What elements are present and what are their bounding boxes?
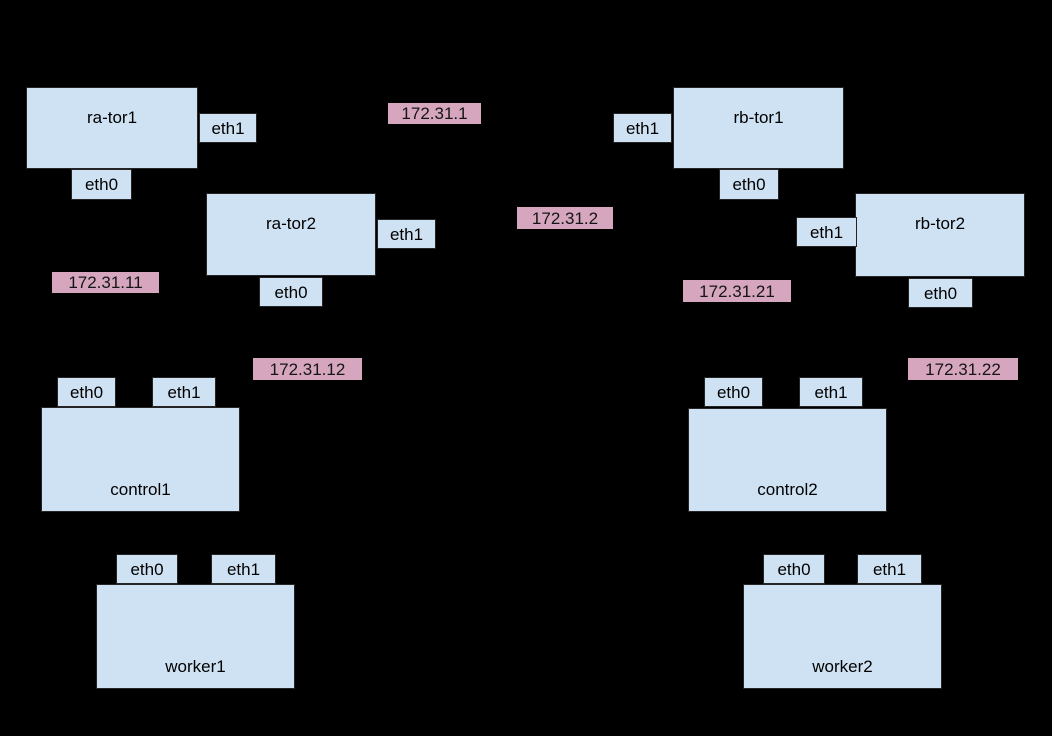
ip-label-172-31-1: 172.31.1: [388, 103, 481, 124]
port-label: eth1: [167, 382, 201, 402]
port-worker1-eth0: eth0: [116, 554, 178, 584]
node-label-rb-tor1: rb-tor1: [733, 108, 784, 127]
port-label: eth1: [625, 118, 660, 138]
node-worker1: worker1: [96, 584, 295, 689]
node-label-ra-tor2: ra-tor2: [265, 214, 317, 233]
port-label: eth0: [716, 382, 751, 402]
node-ra-tor1: ra-tor1: [26, 87, 198, 169]
port-worker2-eth1: eth1: [857, 554, 922, 584]
port-label: eth0: [84, 175, 119, 194]
node-control1: control1: [41, 407, 240, 512]
port-control2-eth0: eth0: [704, 377, 763, 407]
port-label: eth0: [732, 175, 766, 194]
port-worker1-eth1: eth1: [211, 554, 276, 584]
port-worker2-eth0: eth0: [763, 554, 825, 584]
ip-label-172-31-22: 172.31.22: [908, 358, 1018, 380]
port-label: eth0: [923, 283, 958, 303]
port-rb-tor1-eth1: eth1: [613, 113, 672, 143]
port-ra-tor1-eth1: eth1: [199, 113, 257, 143]
node-rb-tor2: rb-tor2: [855, 193, 1025, 277]
port-label: eth1: [814, 382, 848, 402]
port-control2-eth1: eth1: [799, 377, 863, 407]
ip-label-172-31-12: 172.31.12: [253, 358, 362, 380]
node-label-rb-tor2: rb-tor2: [914, 214, 966, 233]
node-label-control2: control2: [757, 480, 818, 499]
port-rb-tor2-eth1: eth1: [796, 217, 857, 247]
node-rb-tor1: rb-tor1: [673, 87, 844, 169]
node-label-control1: control1: [110, 480, 171, 499]
node-worker2: worker2: [743, 584, 942, 689]
port-rb-tor1-eth0: eth0: [719, 169, 779, 200]
node-control2: control2: [688, 408, 887, 512]
node-label-worker1: worker1: [165, 657, 226, 676]
node-label-ra-tor1: ra-tor1: [86, 108, 138, 127]
ip-label-172-31-21: 172.31.21: [683, 280, 791, 302]
port-label: eth1: [809, 222, 844, 242]
port-label: eth1: [389, 224, 424, 244]
ip-label-172-31-11: 172.31.11: [52, 272, 159, 293]
port-label: eth0: [777, 559, 811, 579]
port-control1-eth0: eth0: [57, 377, 116, 407]
ip-label-172-31-2: 172.31.2: [517, 207, 613, 229]
port-label: eth0: [69, 382, 104, 402]
port-control1-eth1: eth1: [152, 377, 216, 407]
port-label: eth1: [226, 559, 261, 579]
node-label-worker2: worker2: [812, 657, 873, 676]
node-ra-tor2: ra-tor2: [206, 193, 376, 276]
port-ra-tor2-eth0: eth0: [259, 277, 323, 307]
port-label: eth0: [130, 559, 164, 579]
port-label: eth0: [274, 282, 308, 302]
port-ra-tor2-eth1: eth1: [377, 219, 436, 249]
port-ra-tor1-eth0: eth0: [71, 169, 132, 200]
port-label: eth1: [211, 118, 245, 138]
port-label: eth1: [872, 559, 907, 579]
port-rb-tor2-eth0: eth0: [908, 278, 973, 308]
